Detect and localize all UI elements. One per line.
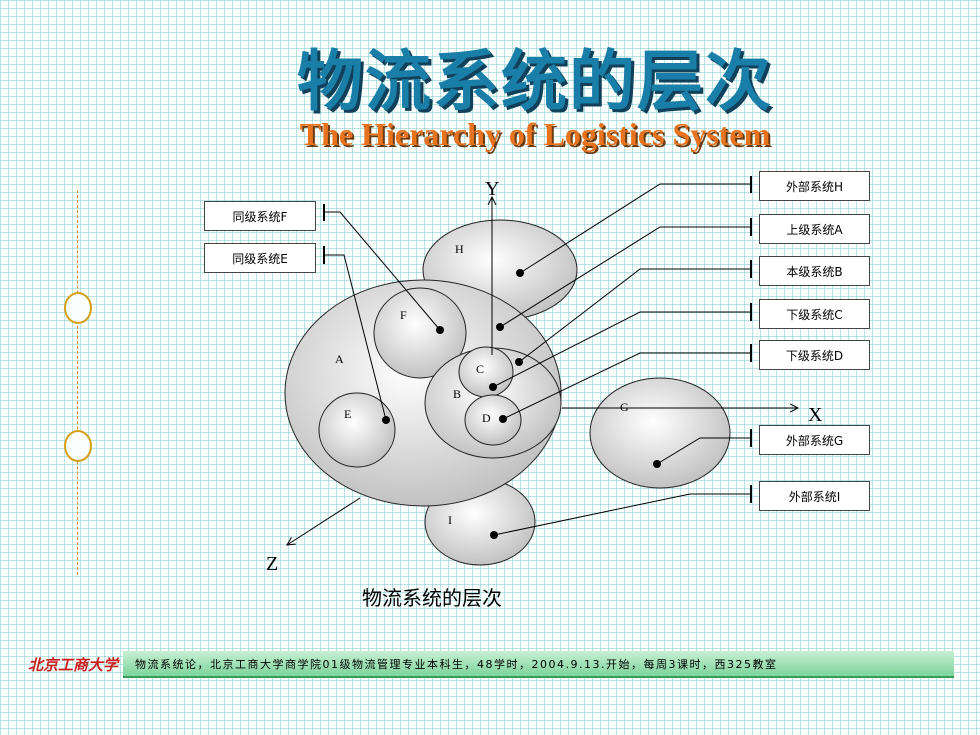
label-g: G [620,400,629,414]
connector-f [324,211,441,331]
ellipse-f [373,287,467,379]
label-c: C [476,362,485,376]
axis-label-z: Z [266,553,279,575]
connector-i [493,493,751,536]
connector-e [324,254,387,421]
sidebar-dashed-line [77,190,78,575]
label-h: H [455,242,464,256]
label-e: E [344,407,352,421]
axis-label-y: Y [485,178,500,200]
connector-d [502,352,751,420]
sidebar-circle-bottom [64,430,92,462]
ellipse-c [458,346,514,398]
box-external-h: 外部系统H [759,171,870,201]
diagram-caption: 物流系统的层次 [362,586,502,610]
box-upper-a: 上级系统A [759,214,870,244]
label-d: D [482,411,491,425]
z-axis [287,497,361,545]
sidebar-circle-top [64,292,92,324]
connector-a [499,226,751,328]
footer-bar: 物流系统论，北京工商大学商学院01级物流管理专业本科生，48学时，2004.9.… [123,651,954,678]
slide-subtitle: The Hierarchy of Logistics System [299,116,771,152]
label-i: I [448,513,452,527]
connector-g [656,437,751,465]
university-logo: 北京工商大学 [28,656,119,674]
box-external-i: 外部系统I [759,481,870,511]
ellipse-g [589,377,731,489]
connector-c [492,311,751,388]
connector-h [519,183,751,274]
ellipse-e [318,392,396,468]
box-lower-c: 下级系统C [759,299,870,329]
footer-text: 物流系统论，北京工商大学商学院01级物流管理专业本科生，48学时，2004.9.… [135,657,778,671]
label-b: B [453,387,462,401]
label-a: A [335,352,344,366]
box-same-level-f: 同级系统F [204,201,316,231]
label-f: F [400,308,407,322]
axis-label-x: X [808,404,823,426]
box-current-b: 本级系统B [759,256,870,286]
ellipse-d [464,394,522,446]
slide-title: 物流系统的层次 [297,43,773,120]
box-external-g: 外部系统G [759,425,870,455]
connector-b [518,268,751,363]
box-lower-d: 下级系统D [759,340,870,370]
box-same-level-e: 同级系统E [204,243,316,273]
